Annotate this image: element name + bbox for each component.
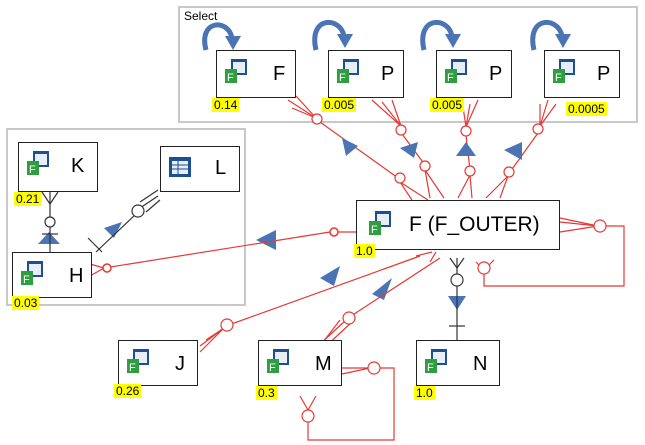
node-f-name: F: [273, 63, 286, 85]
node-j-value: 0.26: [114, 384, 142, 398]
svg-text:F: F: [129, 362, 136, 373]
node-k-value: 0.21: [14, 192, 42, 206]
node-n-value: 1.0: [414, 386, 435, 400]
curved-arrow-icon: [202, 19, 565, 51]
outer-join-circle: [329, 227, 339, 237]
table-icon: F: [267, 349, 289, 373]
node-p2-name: P: [489, 63, 503, 85]
node-f-outer-value: 1.0: [354, 244, 375, 258]
svg-text:F: F: [427, 362, 434, 373]
node-h-value: 0.03: [12, 296, 40, 310]
select-link-circles: [311, 113, 544, 184]
table-icon: F: [425, 349, 447, 373]
direction-arrows: [38, 138, 522, 310]
m-loop-circle-2: [301, 409, 315, 423]
svg-text:F: F: [23, 274, 30, 285]
svg-text:F: F: [339, 72, 346, 83]
node-p2-value: 0.005: [430, 98, 465, 112]
svg-text:F: F: [371, 224, 378, 235]
node-h[interactable]: F H: [12, 252, 92, 298]
select-links: [287, 95, 557, 201]
node-k-name: K: [71, 155, 85, 177]
node-n[interactable]: F N: [416, 340, 500, 386]
table-icon: [169, 157, 191, 177]
node-f-value: 0.14: [212, 98, 240, 112]
node-p3-value: 0.0005: [566, 102, 607, 116]
outer-jm-links: [199, 251, 441, 353]
dark-links: [41, 188, 465, 340]
svg-text:F: F: [227, 72, 234, 83]
table-icon: F: [337, 59, 359, 83]
svg-text:F: F: [447, 72, 454, 83]
svg-text:F: F: [269, 362, 276, 373]
curved-arrow-heads: [225, 34, 571, 50]
node-m-name: M: [315, 353, 332, 375]
node-m-value: 0.3: [256, 386, 277, 400]
node-l[interactable]: L: [160, 146, 240, 192]
node-k[interactable]: F K: [18, 142, 98, 192]
select-group-label: Select: [184, 9, 218, 23]
node-p3[interactable]: F P: [544, 50, 620, 98]
node-f[interactable]: F F: [216, 50, 296, 98]
table-icon: F: [27, 151, 49, 175]
node-p1-value: 0.005: [322, 98, 357, 112]
h-join-circle: [102, 263, 112, 273]
node-n-name: N: [473, 353, 488, 375]
node-f-outer-name: F (F_OUTER): [409, 213, 540, 236]
outer-h-link: [89, 231, 356, 277]
node-m[interactable]: F M: [258, 340, 342, 386]
node-f-outer[interactable]: F F (F_OUTER): [356, 200, 560, 250]
svg-text:F: F: [555, 72, 562, 83]
node-p1[interactable]: F P: [328, 50, 404, 98]
m-loop-circle: [367, 361, 381, 375]
node-l-name: L: [215, 157, 227, 179]
table-icon: F: [127, 349, 149, 373]
table-icon: F: [21, 261, 43, 285]
table-icon: F: [553, 59, 575, 83]
node-p3-name: P: [597, 63, 611, 85]
node-p1-name: P: [381, 63, 395, 85]
node-j-name: J: [175, 353, 185, 375]
table-icon: F: [225, 59, 247, 83]
svg-text:F: F: [29, 164, 36, 175]
m-join-circle: [342, 311, 356, 325]
dark-join-circles: [44, 204, 464, 287]
table-icon: F: [445, 59, 467, 83]
table-icon: F: [369, 211, 391, 235]
self-loop-circle: [593, 219, 607, 233]
j-join-circle: [220, 318, 234, 332]
node-h-name: H: [69, 265, 84, 287]
m-self-loop: [299, 367, 395, 441]
node-j[interactable]: F J: [118, 340, 198, 386]
self-loop-circle-2: [477, 261, 491, 275]
node-p2[interactable]: F P: [436, 50, 512, 98]
